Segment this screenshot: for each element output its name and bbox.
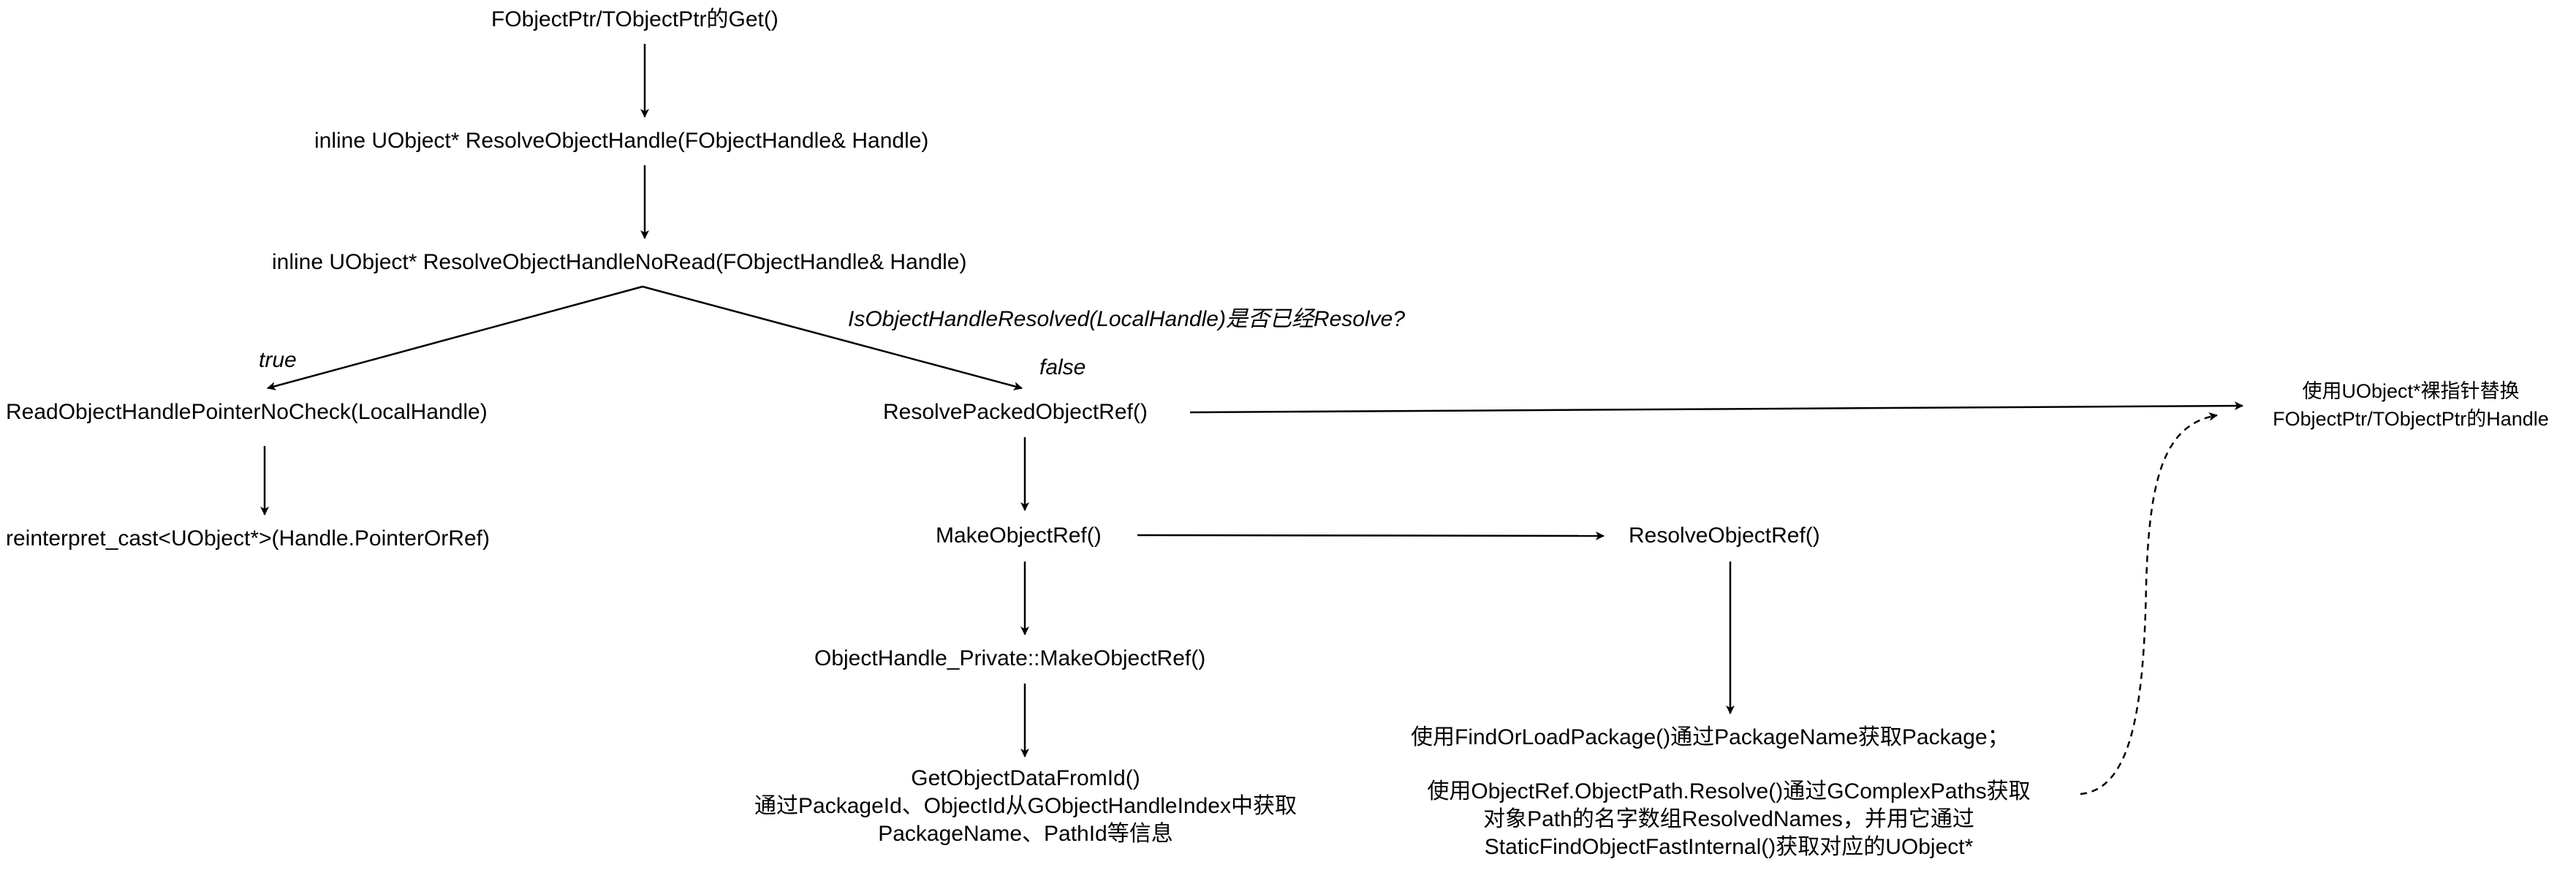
node-get-object-data-from-id: GetObjectDataFromId() 通过PackageId、Object… xyxy=(731,765,1320,848)
node-resolve-object-ref: ResolveObjectRef() xyxy=(1629,523,1820,548)
edge-label-condition: IsObjectHandleResolved(LocalHandle)是否已经R… xyxy=(848,307,1406,331)
node-resolve-object-handle-noread: inline UObject* ResolveObjectHandleNoRea… xyxy=(272,250,967,274)
edge-make-ref-to-resolve-ref xyxy=(1137,531,1605,540)
find-load-line-3: 对象Path的名字数组ResolvedNames，并用它通过 xyxy=(1483,807,1974,831)
replace-line-1: 使用UObject*裸指针替换 xyxy=(2302,380,2520,402)
node-resolve-packed-object-ref: ResolvePackedObjectRef() xyxy=(883,400,1148,424)
get-data-line-3: PackageName、PathId等信息 xyxy=(878,822,1173,846)
node-find-or-load-package-line-1: 使用FindOrLoadPackage()通过PackageName获取Pack… xyxy=(1411,725,2009,749)
node-read-pointer-nocheck: ReadObjectHandlePointerNoCheck(LocalHand… xyxy=(6,400,488,424)
edge-label-true: true xyxy=(259,348,297,372)
node-find-or-load-package-details: 使用ObjectRef.ObjectPath.Resolve()通过GCompl… xyxy=(1389,778,2069,861)
edge-noread-to-read-pointer xyxy=(267,285,643,390)
node-make-object-ref: MakeObjectRef() xyxy=(936,523,1102,548)
get-data-line-1: GetObjectDataFromId() xyxy=(911,766,1140,790)
node-reinterpret-cast: reinterpret_cast<UObject*>(Handle.Pointe… xyxy=(6,526,490,551)
node-replace-handle: 使用UObject*裸指针替换 FObjectPtr/TObjectPtr的Ha… xyxy=(2253,377,2569,433)
find-load-line-4: StaticFindObjectFastInternal()获取对应的UObje… xyxy=(1484,835,1974,859)
find-load-line-2: 使用ObjectRef.ObjectPath.Resolve()通过GCompl… xyxy=(1427,779,2031,803)
edge-noread-to-resolve-packed xyxy=(642,285,1023,390)
node-resolve-object-handle: inline UObject* ResolveObjectHandle(FObj… xyxy=(314,129,929,153)
edge-label-false: false xyxy=(1039,355,1086,379)
replace-line-2: FObjectPtr/TObjectPtr的Handle xyxy=(2273,408,2549,430)
node-get: FObjectPtr/TObjectPtr的Get() xyxy=(491,7,779,31)
get-data-line-2: 通过PackageId、ObjectId从GObjectHandleIndex中… xyxy=(754,794,1297,818)
edge-resolve-packed-to-replace xyxy=(1189,401,2243,414)
edge-find-load-to-replace-dashed xyxy=(2080,412,2218,795)
node-private-make-object-ref: ObjectHandle_Private::MakeObjectRef() xyxy=(814,646,1206,670)
